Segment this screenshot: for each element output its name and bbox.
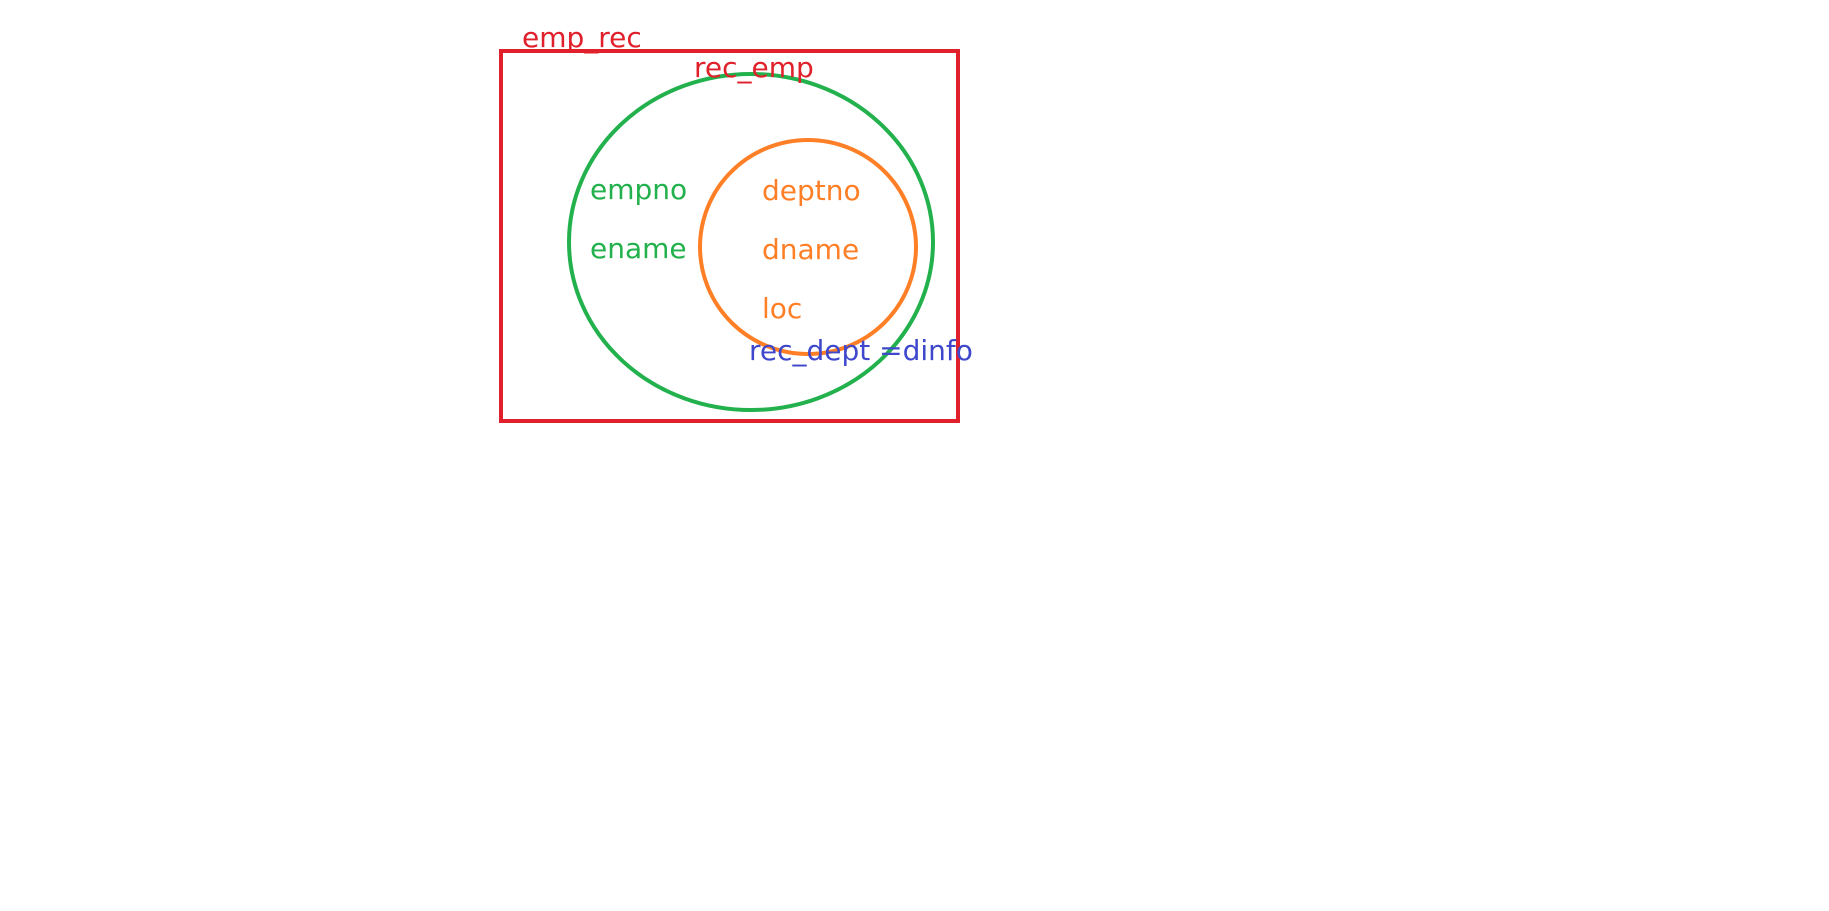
ename-field: ename <box>590 232 687 265</box>
rec-emp-ellipse <box>567 72 935 412</box>
empno-field: empno <box>590 173 687 206</box>
rec-dept-label: rec_dept =dinfo <box>749 334 973 367</box>
loc-field: loc <box>762 292 802 325</box>
rec-emp-label: rec_emp <box>694 51 814 84</box>
deptno-field: deptno <box>762 174 861 207</box>
emp-rec-box <box>499 49 960 423</box>
dname-field: dname <box>762 233 859 266</box>
emp-rec-label: emp_rec <box>522 21 642 54</box>
rec-dept-circle <box>698 138 918 356</box>
